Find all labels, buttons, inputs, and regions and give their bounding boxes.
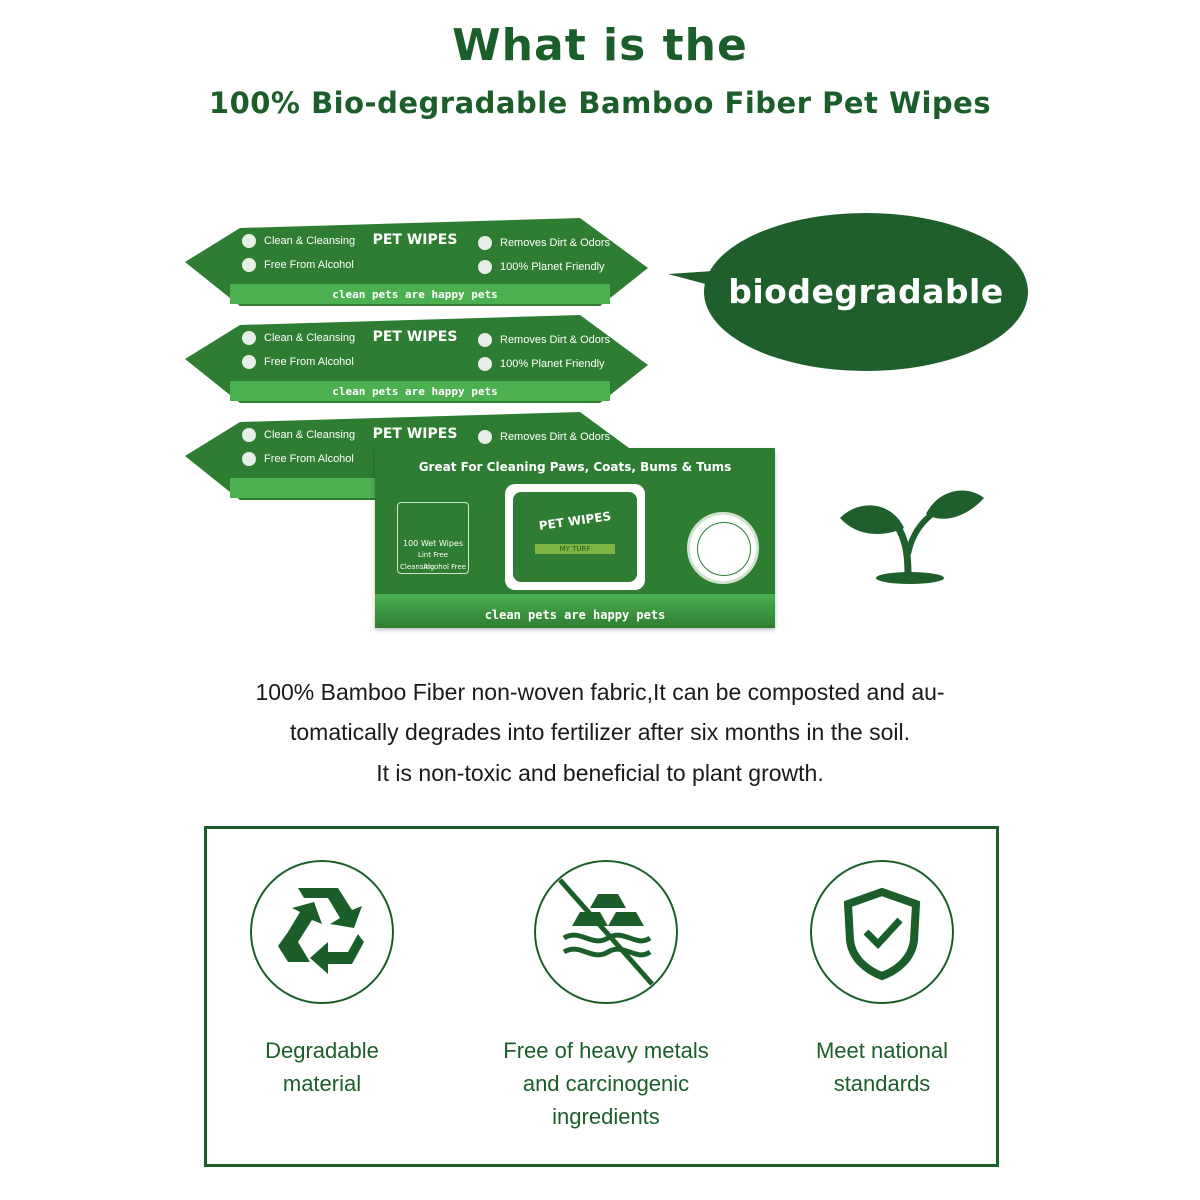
pack-feature: Free From Alcohol — [264, 452, 354, 465]
pack-feature: Free From Alcohol — [264, 258, 354, 271]
alcohol-free-label: Alcohol Free — [423, 563, 466, 571]
pack-feature: Clean & Cleansing — [264, 234, 356, 247]
bubble-label: biodegradable — [728, 272, 1004, 311]
grass-strip — [375, 594, 775, 628]
feature-label: ingredients — [552, 1104, 660, 1129]
pack-feature: 100% Planet Friendly — [500, 260, 605, 273]
wipes-pack: Clean & Cleansing Free From Alcohol Remo… — [180, 210, 650, 306]
lint-free-label: Lint Free — [417, 551, 449, 559]
sprout-icon — [840, 490, 984, 584]
feature-label: Degradable — [265, 1038, 379, 1063]
features-box — [204, 826, 999, 1167]
feature-label: Meet national — [815, 1038, 949, 1063]
pack-feature: Clean & Cleansing — [264, 428, 356, 441]
description-line: tomatically degrades into fertilizer aft… — [290, 719, 910, 745]
feature-free-heavy-metals: Free of heavy metals and carcinogenic in… — [476, 860, 736, 1133]
lid-brand-title: PET WIPES — [538, 509, 612, 533]
feature-national-standards: Meet national standards — [752, 860, 1012, 1100]
wipes-pack: Clean & Cleansing Free From Alcohol Remo… — [180, 307, 650, 403]
no-heavy-metals-icon — [534, 860, 678, 1004]
feature-label: and carcinogenic — [522, 1071, 690, 1096]
pack-feature: Free From Alcohol — [264, 355, 354, 368]
description-line: It is non-toxic and beneficial to plant … — [376, 760, 824, 786]
recycle-icon — [250, 860, 394, 1004]
pack-brand: PET WIPES — [372, 426, 458, 442]
pack-brand: PET WIPES — [372, 232, 458, 248]
lid-brand-name: MY TURF — [535, 544, 615, 554]
page-title: What is the — [452, 20, 748, 71]
product-packs-image: Clean & Cleansing Free From Alcohol Remo… — [180, 200, 660, 530]
description-line: 100% Bamboo Fiber non-woven fabric,It ca… — [255, 679, 945, 705]
pack-tagline: clean pets are happy pets — [332, 385, 498, 398]
front-pack-header: Great For Cleaning Paws, Coats, Bums & T… — [418, 460, 732, 474]
wipe-count: 100 Wet Wipes — [403, 539, 463, 548]
front-pack-tagline: clean pets are happy pets — [484, 608, 666, 622]
page-subtitle: 100% Bio-degradable Bamboo Fiber Pet Wip… — [208, 86, 992, 120]
pack-lid: PET WIPES MY TURF — [505, 484, 645, 590]
pack-brand: PET WIPES — [372, 329, 458, 345]
cleansing-label: Cleansing — [400, 563, 435, 571]
front-pack: Great For Cleaning Paws, Coats, Bums & T… — [375, 448, 775, 628]
feature-label: standards — [833, 1071, 931, 1096]
speech-bubble — [668, 213, 1028, 371]
feature-label: Free of heavy metals — [503, 1038, 709, 1063]
pack-feature: Removes Dirt & Odors — [500, 236, 611, 249]
feature-degradable: Degradable material — [192, 860, 452, 1100]
pack-feature: Removes Dirt & Odors — [500, 430, 611, 443]
pack-tagline: clean pets are happy pets — [332, 288, 498, 301]
wipe-count-box: 100 Wet Wipes Lint Free Cleansing Alcoho… — [397, 502, 469, 574]
bamboo-seal-icon — [687, 512, 759, 584]
pack-feature: 100% Planet Friendly — [500, 357, 605, 370]
pack-feature: Clean & Cleansing — [264, 331, 356, 344]
shield-check-icon — [810, 860, 954, 1004]
feature-label: material — [282, 1071, 362, 1096]
pack-feature: Removes Dirt & Odors — [500, 333, 611, 346]
